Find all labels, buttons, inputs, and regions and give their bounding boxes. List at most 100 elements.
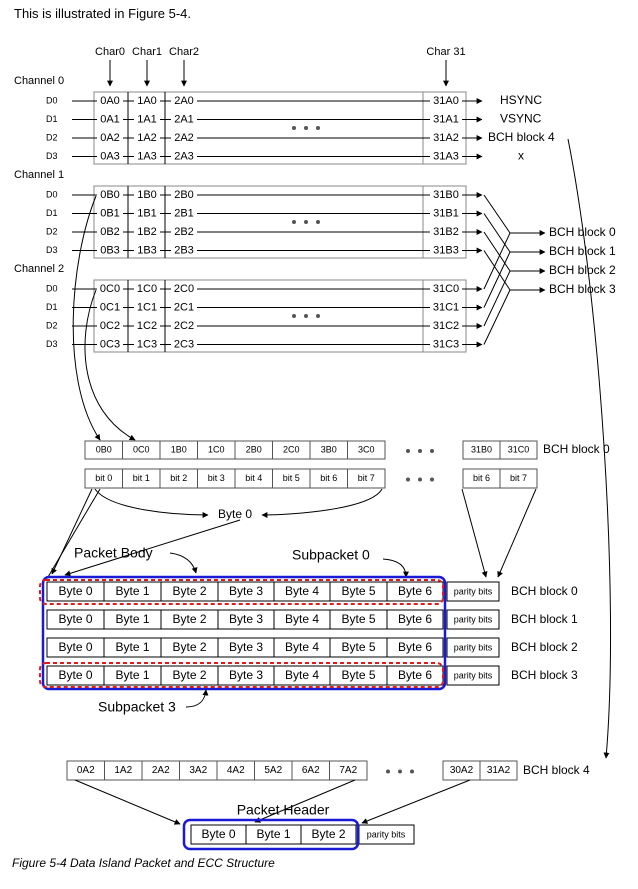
channel-cell: 0C1 [100,301,120,313]
packet-header-box [182,818,360,851]
body-byte: Byte 2 [172,668,206,682]
cell-bg [134,206,160,221]
bch0-row-ellipsis-1 [418,449,422,453]
channel-cell: 2B1 [174,207,194,219]
bit-row-text: bit 3 [208,473,225,483]
packet-body-box [41,575,447,691]
bch4-tail-text: 31A2 [487,765,511,776]
channel-cell: 1A3 [137,150,157,162]
body-block-label: BCH block 0 [511,584,578,598]
data-line-label: D3 [46,245,58,255]
channel-label: Channel 2 [14,263,64,275]
cell-bg [97,319,123,333]
bch4-row-text: 0A2 [77,765,95,776]
data-line-label: D2 [46,320,58,330]
bit-to-body-arrow [51,488,93,575]
bch0-row-cell [347,440,386,460]
cell-bg [171,149,197,164]
parity-cell [446,637,500,658]
bch0-row-text: 0C0 [133,444,150,454]
body-byte: Byte 2 [172,584,206,598]
bch4-to-header-arrow [74,779,181,825]
channel-cell: 0A1 [100,113,120,125]
cell-bg [134,243,160,258]
body-byte: Byte 0 [58,584,92,598]
subpacket3-pointer [185,689,209,708]
cell-bg [134,149,160,164]
cell-bg [430,149,462,164]
bch-output-label: BCH block 3 [549,282,616,296]
bch4-row-cell [329,760,368,781]
ellipsis-dot-0 [292,220,296,224]
header-byte: Byte 1 [256,827,290,841]
cell-bg [97,300,123,315]
bit-row-ellipsis-1 [418,477,422,482]
bch0-row-text: 1C0 [208,444,225,454]
cell-bg [97,337,123,352]
cell-bg [134,319,160,333]
char-header: Char0 [95,46,125,58]
channel-cell: 2B2 [174,226,194,238]
bit-row-tail-text: bit 6 [473,473,490,483]
data-line-label: D0 [46,95,58,105]
bch4-row-label: BCH block 4 [523,763,590,777]
channel-cell: 31B0 [433,189,459,201]
data-line-label: D0 [46,283,58,293]
data-line-label: D0 [46,189,58,199]
body-block-label: BCH block 2 [511,640,578,654]
body-byte: Byte 5 [341,640,375,654]
channel-cell: 2C2 [174,320,194,332]
ellipsis-dot-2 [316,126,320,130]
channel-cell: 31A3 [433,150,459,162]
body-byte: Byte 1 [115,668,149,682]
channel-cell: 0B3 [100,244,120,256]
bch4-row-text: 4A2 [227,765,245,776]
byte0-to-body-arrow [64,519,241,577]
parity-label: parity bits [454,642,493,652]
body-byte: Byte 6 [398,640,432,654]
ellipsis-dot-2 [316,314,320,318]
cell-bg [97,225,123,239]
channel-cell: 31B2 [433,226,459,238]
bch4-row-text: 2A2 [152,765,170,776]
bch0-row-tail-text: 31C0 [508,444,530,454]
cell-bg [97,243,123,258]
bit-row-text: bit 0 [95,473,112,483]
cell-bg [97,112,123,127]
subpacket3-label: Subpacket 3 [98,699,176,715]
bch4-row-text: 5A2 [264,765,282,776]
cell-bg [171,225,197,239]
body-byte: Byte 4 [285,668,319,682]
bch4-row-text: 7A2 [339,765,357,776]
cell-bg [430,282,462,296]
byte0-bracket-curve [94,488,209,518]
channel-cell: 0A0 [100,95,120,107]
body-byte: Byte 1 [115,584,149,598]
bch-output-label: BCH block 1 [549,244,616,258]
bch-route-line [483,232,511,290]
body-block-label: BCH block 1 [511,612,578,626]
bch0-source-curve [72,195,101,441]
channel-cell: 0C0 [100,283,120,295]
packet-body-pointer [169,552,198,574]
parity-cell [446,609,500,630]
channel-cell: 2A3 [174,150,194,162]
channel-box [93,91,467,165]
channel-box [93,279,467,353]
cell-bg [134,188,160,202]
bit-row-text: bit 1 [133,473,150,483]
bch0-row-text: 1B0 [171,444,187,454]
cell-bg [430,94,462,108]
bch-output-label: BCH block 0 [549,225,616,239]
ellipsis-dot-0 [292,126,296,130]
channel-cell: 31B1 [433,207,459,219]
bch4-source-curve [567,138,612,759]
bit-row-text: bit 7 [358,473,375,483]
data-line-label: D1 [46,302,58,312]
channel-cell: 0B1 [100,207,120,219]
channel-cell: 31C2 [433,320,459,332]
bch0-row-text: 3B0 [321,444,337,454]
bch0-row-text: 2B0 [246,444,262,454]
channel-cell: 2A1 [174,113,194,125]
bch4-row-text: 3A2 [189,765,207,776]
